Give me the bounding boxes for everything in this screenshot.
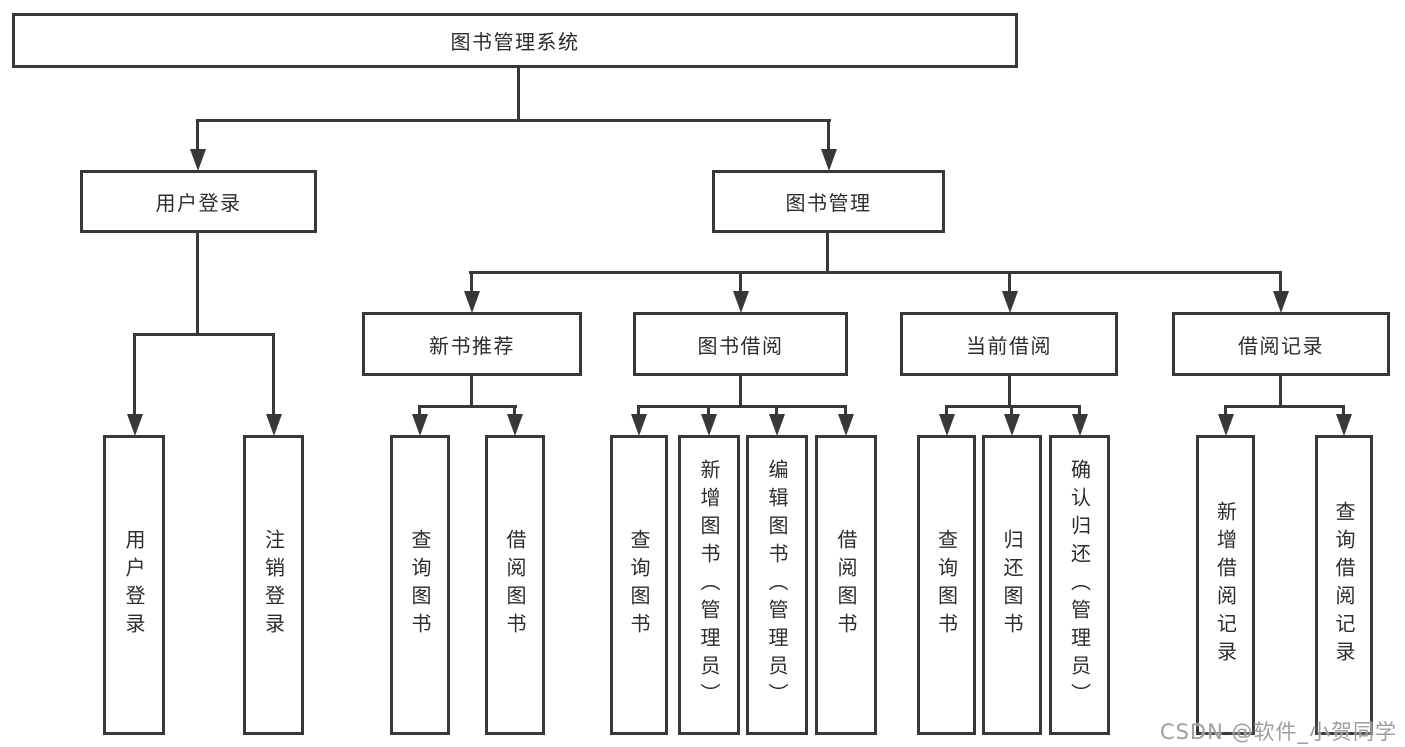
connector-line xyxy=(945,405,1081,408)
node-current-query-book-label: 查询图书 xyxy=(934,529,959,641)
connector-line xyxy=(844,405,847,418)
connector-line xyxy=(775,405,778,418)
node-leaf-user-login-label: 用户登录 xyxy=(122,529,146,641)
connector-line xyxy=(517,68,520,122)
node-records-query-record: 查询借阅记录 xyxy=(1315,435,1373,735)
node-current-confirm-return: 确认归还（管理员） xyxy=(1049,435,1110,735)
node-current-return-book: 归还图书 xyxy=(982,435,1042,735)
node-leaf-user-login: 用户登录 xyxy=(103,435,165,735)
node-recommend-query-book-label: 查询图书 xyxy=(408,529,432,641)
connector-line xyxy=(196,233,199,335)
arrow-down-icon xyxy=(768,414,785,436)
arrow-down-icon xyxy=(820,149,837,171)
connector-line xyxy=(945,405,948,418)
node-leaf-logout-label: 注销登录 xyxy=(261,529,286,641)
node-recommend-query-book: 查询图书 xyxy=(390,435,450,735)
connector-line xyxy=(133,333,275,336)
node-root: 图书管理系统 xyxy=(12,13,1018,68)
connector-line xyxy=(133,333,136,416)
connector-line xyxy=(1224,405,1227,418)
node-recommend-borrow-book-label: 借阅图书 xyxy=(503,529,527,641)
node-borrow-edit-book-label: 编辑图书（管理员） xyxy=(765,459,789,711)
arrow-down-icon xyxy=(1071,414,1088,436)
node-borrow-edit-book: 编辑图书（管理员） xyxy=(746,435,808,735)
connector-line xyxy=(513,405,516,418)
connector-line xyxy=(637,405,640,418)
connector-line xyxy=(1279,376,1282,407)
node-current-confirm-return-label: 确认归还（管理员） xyxy=(1067,459,1092,711)
connector-line xyxy=(827,119,830,152)
connector-line xyxy=(469,271,1282,274)
node-leaf-logout: 注销登录 xyxy=(243,435,304,735)
node-borrow-query-book-label: 查询图书 xyxy=(627,529,651,641)
node-book-borrow: 图书借阅 xyxy=(633,312,848,376)
connector-line xyxy=(739,376,742,407)
node-records-query-record-label: 查询借阅记录 xyxy=(1332,501,1356,669)
node-records-add-record-label: 新增借阅记录 xyxy=(1213,501,1238,669)
node-book-management: 图书管理 xyxy=(712,170,945,233)
node-current-query-book: 查询图书 xyxy=(917,435,976,735)
node-new-book-recommend-label: 新书推荐 xyxy=(429,333,515,358)
csdn-watermark: CSDN @软件_小贺同学 xyxy=(1159,720,1397,744)
node-borrow-records-label: 借阅记录 xyxy=(1238,333,1324,358)
node-book-borrow-label: 图书借阅 xyxy=(697,333,784,358)
arrow-down-icon xyxy=(1003,414,1020,436)
arrow-down-icon xyxy=(630,414,647,436)
connector-line xyxy=(196,119,199,152)
connector-line xyxy=(1224,405,1345,408)
connector-line xyxy=(1279,271,1282,294)
node-borrow-add-book: 新增图书（管理员） xyxy=(678,435,740,735)
connector-line xyxy=(1078,405,1081,418)
arrow-down-icon xyxy=(1217,414,1234,436)
node-borrow-borrow-book: 借阅图书 xyxy=(815,435,877,735)
connector-line xyxy=(272,333,275,416)
node-user-login-label: 用户登录 xyxy=(155,191,242,215)
node-records-add-record: 新增借阅记录 xyxy=(1196,435,1255,735)
connector-line xyxy=(1342,405,1345,418)
arrow-down-icon xyxy=(1272,291,1289,313)
arrow-down-icon xyxy=(189,149,206,171)
arrow-down-icon xyxy=(506,414,523,436)
arrow-down-icon xyxy=(732,291,749,313)
connector-line xyxy=(739,271,742,294)
arrow-down-icon xyxy=(1335,414,1352,436)
node-borrow-borrow-book-label: 借阅图书 xyxy=(834,529,858,641)
arrow-down-icon xyxy=(126,414,143,436)
connector-line xyxy=(826,233,829,273)
connector-line xyxy=(418,405,421,418)
node-current-borrow-label: 当前借阅 xyxy=(966,333,1052,358)
node-current-borrow: 当前借阅 xyxy=(900,312,1118,376)
connector-line xyxy=(1008,271,1011,294)
connector-line xyxy=(1008,376,1011,407)
connector-line xyxy=(470,376,473,407)
arrow-down-icon xyxy=(837,414,854,436)
node-book-management-label: 图书管理 xyxy=(785,191,872,215)
node-recommend-borrow-book: 借阅图书 xyxy=(485,435,545,735)
node-borrow-add-book-label: 新增图书（管理员） xyxy=(697,459,721,711)
node-root-label: 图书管理系统 xyxy=(450,30,580,54)
node-current-return-book-label: 归还图书 xyxy=(1000,529,1024,641)
node-borrow-records: 借阅记录 xyxy=(1172,312,1390,376)
node-new-book-recommend: 新书推荐 xyxy=(362,312,582,376)
arrow-down-icon xyxy=(938,414,955,436)
connector-line xyxy=(707,405,710,418)
arrow-down-icon xyxy=(1001,291,1018,313)
connector-line xyxy=(470,271,473,294)
node-user-login: 用户登录 xyxy=(80,170,317,233)
arrow-down-icon xyxy=(265,414,282,436)
arrow-down-icon xyxy=(700,414,717,436)
node-borrow-query-book: 查询图书 xyxy=(610,435,668,735)
connector-line xyxy=(638,405,847,408)
connector-line xyxy=(196,119,831,122)
connector-line xyxy=(1010,405,1013,418)
connector-line xyxy=(418,405,517,408)
arrow-down-icon xyxy=(463,291,480,313)
arrow-down-icon xyxy=(411,414,428,436)
